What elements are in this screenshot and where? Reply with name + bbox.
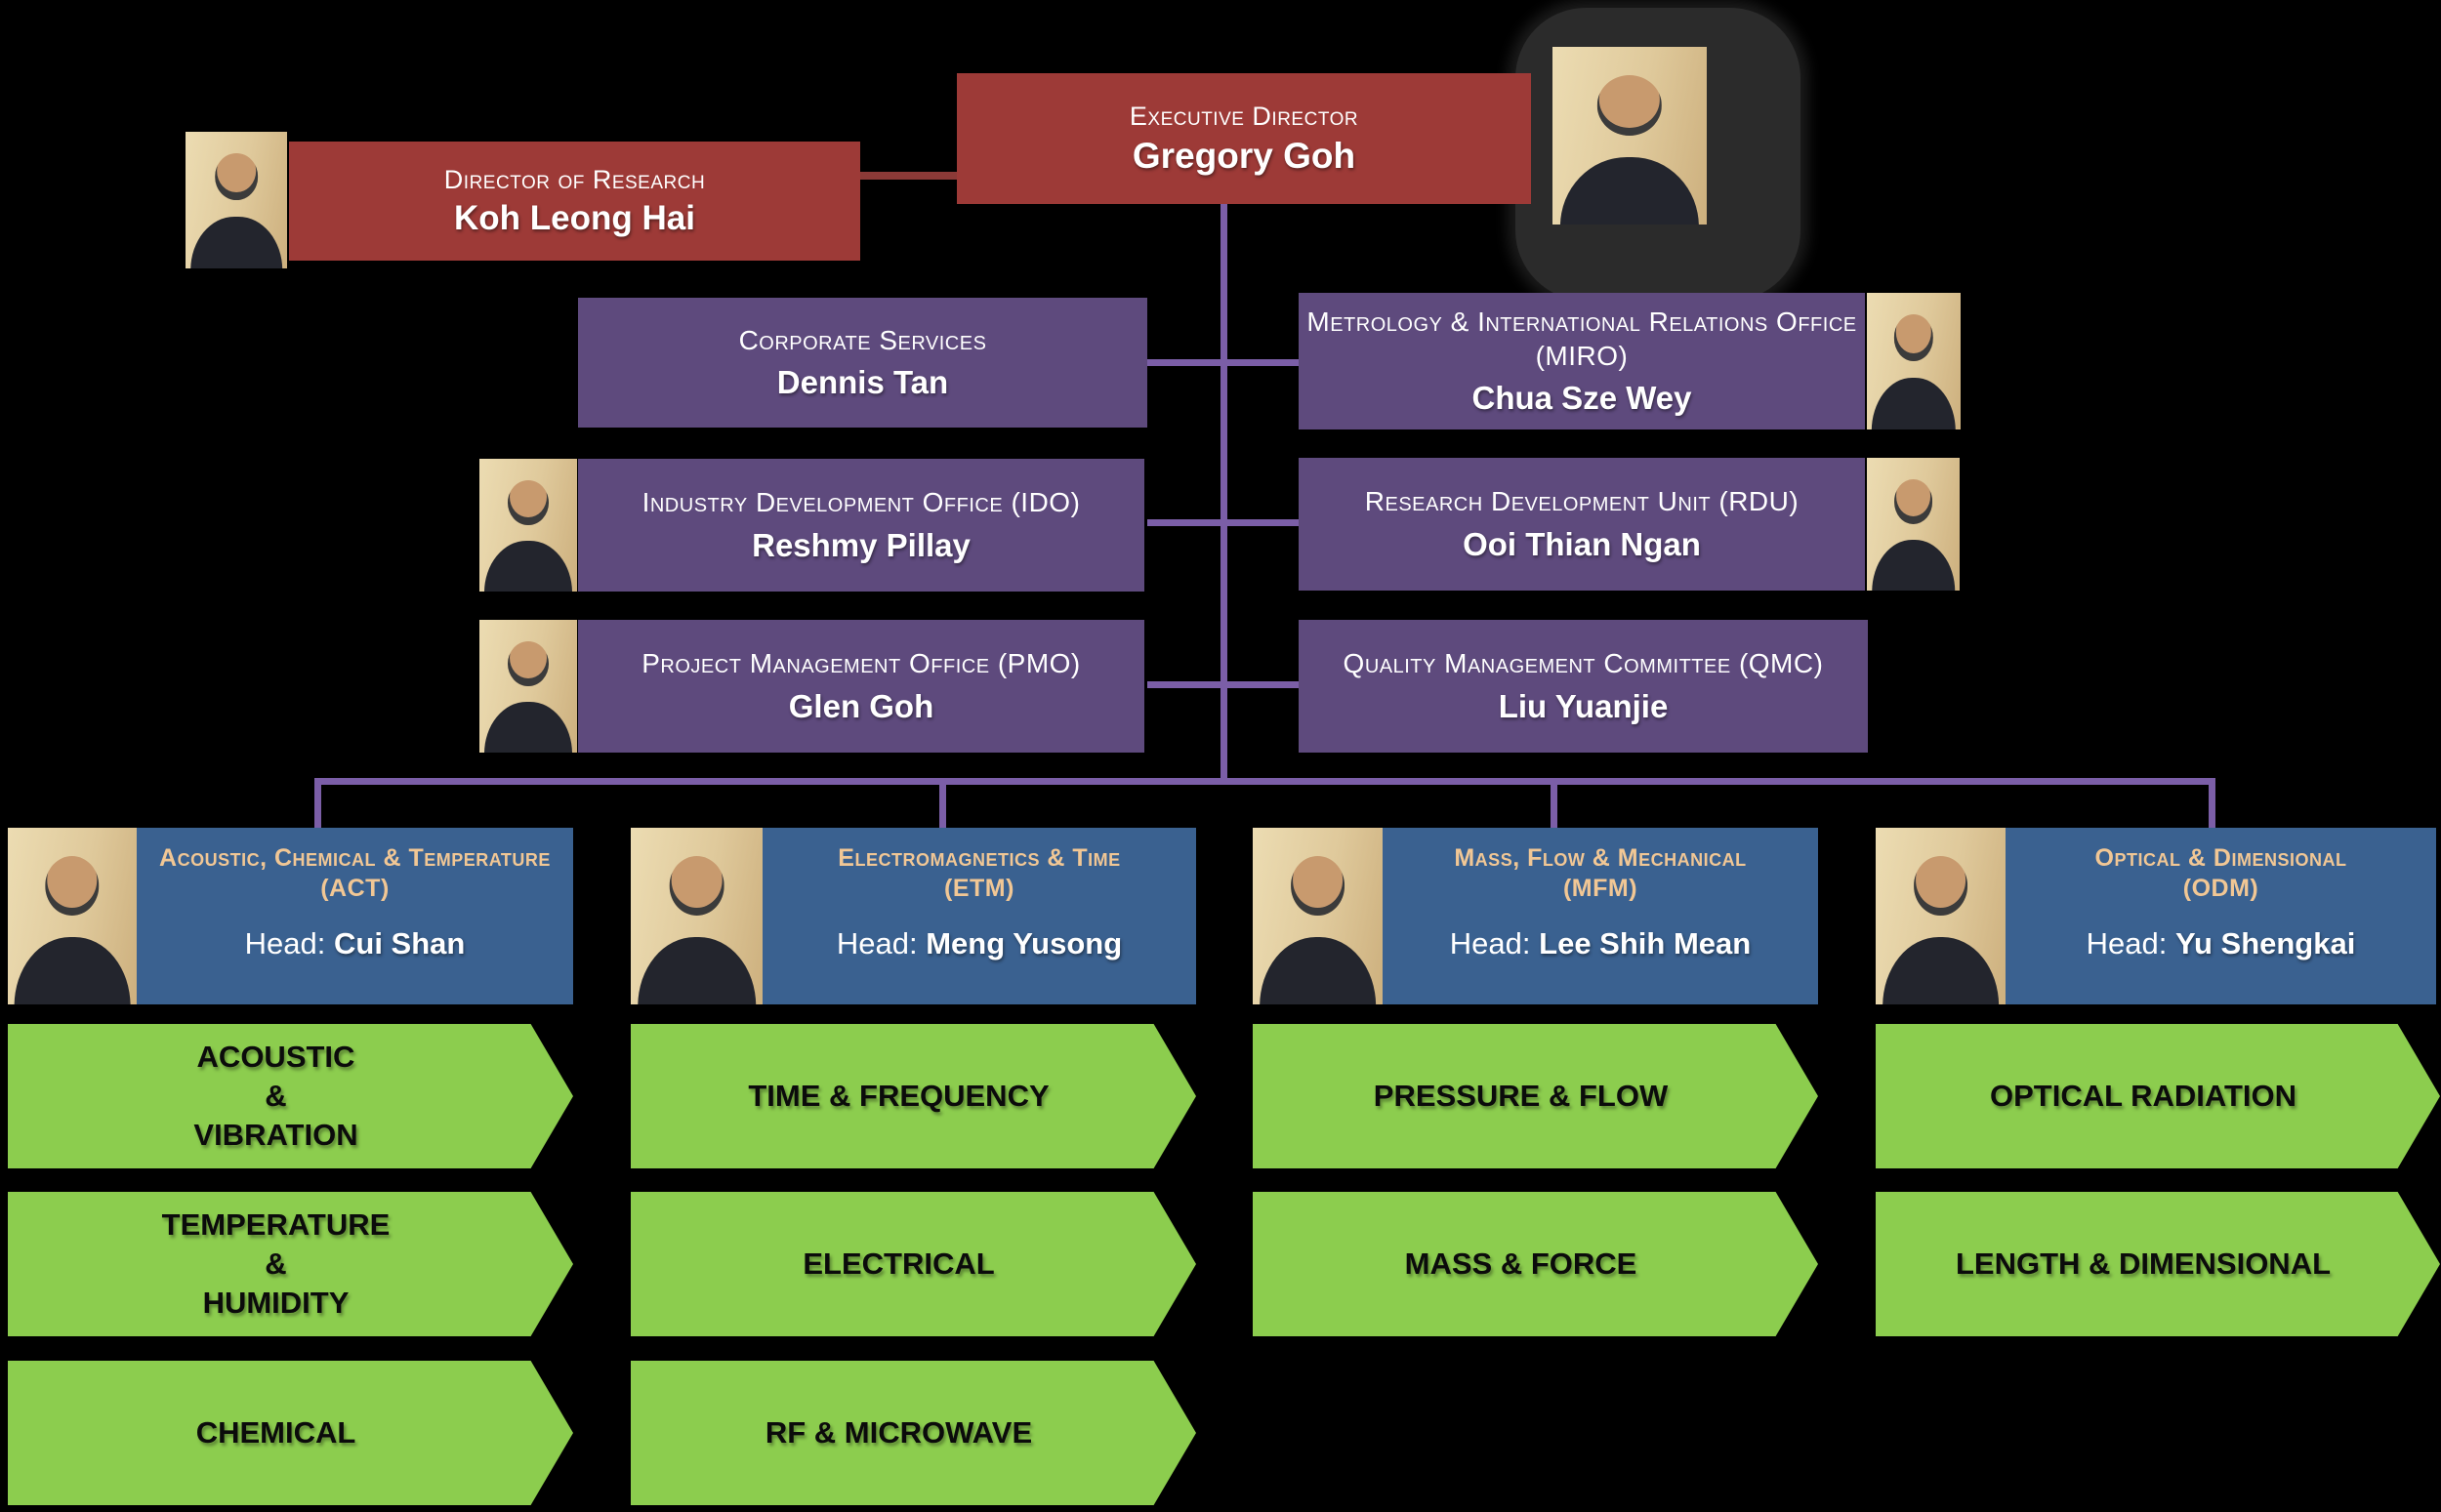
head-label: Head: bbox=[244, 925, 326, 960]
office-abbr: (MIRO) bbox=[1535, 340, 1629, 371]
division-head-line: Head: Cui Shan bbox=[245, 926, 466, 961]
lab-mass-force: MASS & FORCE bbox=[1253, 1192, 1818, 1336]
connector-offices-row1 bbox=[1147, 359, 1299, 366]
node-miro: Metrology & International Relations Offi… bbox=[1299, 293, 1865, 429]
node-ido: Industry Development Office (IDO) Reshmy… bbox=[578, 459, 1144, 592]
director-of-research-name: Koh Leong Hai bbox=[454, 199, 695, 238]
office-title: Research Development Unit (RDU) bbox=[1364, 486, 1800, 517]
connector-offices-row3 bbox=[1147, 681, 1302, 688]
node-corporate-services: Corporate Services Dennis Tan bbox=[578, 298, 1147, 428]
lab-time-frequency: TIME & FREQUENCY bbox=[631, 1024, 1196, 1168]
photo-lee-shih-mean bbox=[1253, 828, 1383, 1004]
division-abbr: (MFM) bbox=[1562, 875, 1638, 903]
division-head-line: Head: Meng Yusong bbox=[837, 926, 1122, 961]
division-head-name: Lee Shih Mean bbox=[1539, 925, 1752, 960]
photo-gregory-goh bbox=[1552, 47, 1707, 225]
division-head-name: Meng Yusong bbox=[926, 925, 1123, 960]
photo-reshmy-pillay bbox=[479, 459, 577, 592]
node-division-mfm: Mass, Flow & Mechanical (MFM) Head: Lee … bbox=[1383, 828, 1818, 1004]
photo-koh-leong-hai bbox=[186, 132, 287, 268]
lab-rf-microwave: RF & MICROWAVE bbox=[631, 1361, 1196, 1505]
director-of-research-title: Director of Research bbox=[443, 164, 706, 194]
office-name: Chua Sze Wey bbox=[1471, 379, 1692, 416]
photo-meng-yusong bbox=[631, 828, 763, 1004]
division-title: Acoustic, Chemical & Temperature bbox=[159, 844, 551, 872]
lab-acoustic-vibration: ACOUSTIC & VIBRATION bbox=[8, 1024, 573, 1168]
executive-title: Executive Director bbox=[1129, 101, 1359, 131]
lab-length-dimensional: LENGTH & DIMENSIONAL bbox=[1876, 1192, 2440, 1336]
node-division-act: Acoustic, Chemical & Temperature (ACT) H… bbox=[137, 828, 573, 1004]
office-name: Ooi Thian Ngan bbox=[1463, 525, 1701, 562]
division-title: Optical & Dimensional bbox=[2094, 844, 2347, 872]
office-title: Project Management Office (PMO) bbox=[641, 648, 1081, 679]
division-title: Electromagnetics & Time bbox=[838, 844, 1121, 872]
node-director-of-research: Director of Research Koh Leong Hai bbox=[289, 142, 860, 261]
connector-drop-odm bbox=[2209, 778, 2215, 831]
lab-temperature-humidity: TEMPERATURE & HUMIDITY bbox=[8, 1192, 573, 1336]
connector-drop-act bbox=[314, 778, 321, 831]
office-name: Glen Goh bbox=[788, 687, 934, 724]
office-name: Liu Yuanjie bbox=[1498, 687, 1669, 724]
connector-divisions-horizontal bbox=[314, 778, 2215, 785]
division-head-line: Head: Lee Shih Mean bbox=[1450, 926, 1751, 961]
division-head-name: Yu Shengkai bbox=[2175, 925, 2356, 960]
division-head-name: Cui Shan bbox=[334, 925, 466, 960]
connector-center-vertical bbox=[1220, 204, 1227, 785]
lab-chemical: CHEMICAL bbox=[8, 1361, 573, 1505]
office-name: Dennis Tan bbox=[776, 364, 949, 401]
office-title: Metrology & International Relations Offi… bbox=[1306, 306, 1857, 338]
node-rdu: Research Development Unit (RDU) Ooi Thia… bbox=[1299, 458, 1865, 591]
node-division-odm: Optical & Dimensional (ODM) Head: Yu She… bbox=[2006, 828, 2436, 1004]
division-abbr: (ODM) bbox=[2182, 875, 2259, 903]
connector-drop-mfm bbox=[1551, 778, 1557, 831]
executive-name: Gregory Goh bbox=[1132, 136, 1356, 177]
division-head-line: Head: Yu Shengkai bbox=[2087, 926, 2356, 961]
node-executive-director: Executive Director Gregory Goh bbox=[957, 73, 1531, 204]
division-title: Mass, Flow & Mechanical bbox=[1454, 844, 1747, 872]
photo-yu-shengkai bbox=[1876, 828, 2006, 1004]
head-label: Head: bbox=[1449, 925, 1531, 960]
node-division-etm: Electromagnetics & Time (ETM) Head: Meng… bbox=[763, 828, 1196, 1004]
node-qmc: Quality Management Committee (QMC) Liu Y… bbox=[1299, 620, 1868, 753]
photo-glen-goh bbox=[479, 620, 577, 753]
head-label: Head: bbox=[836, 925, 918, 960]
connector-drop-etm bbox=[939, 778, 946, 831]
head-label: Head: bbox=[2086, 925, 2168, 960]
lab-optical-radiation: OPTICAL RADIATION bbox=[1876, 1024, 2440, 1168]
division-abbr: (ETM) bbox=[944, 875, 1014, 903]
lab-pressure-flow: PRESSURE & FLOW bbox=[1253, 1024, 1818, 1168]
office-title: Industry Development Office (IDO) bbox=[641, 487, 1081, 518]
node-pmo: Project Management Office (PMO) Glen Goh bbox=[578, 620, 1144, 753]
connector-offices-row2 bbox=[1147, 519, 1302, 526]
division-abbr: (ACT) bbox=[320, 875, 390, 903]
office-title: Quality Management Committee (QMC) bbox=[1343, 648, 1824, 679]
connector-research-to-executive bbox=[860, 172, 957, 180]
photo-cui-shan bbox=[8, 828, 137, 1004]
lab-electrical: ELECTRICAL bbox=[631, 1192, 1196, 1336]
photo-ooi-thian-ngan bbox=[1867, 458, 1960, 591]
photo-chua-sze-wey bbox=[1867, 293, 1961, 429]
office-title: Corporate Services bbox=[738, 324, 987, 355]
office-name: Reshmy Pillay bbox=[752, 526, 971, 563]
